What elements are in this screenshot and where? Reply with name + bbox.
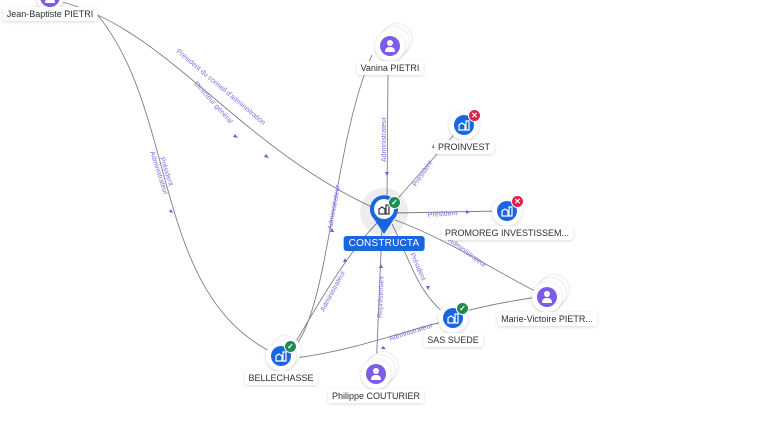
node-label: BELLECHASSE <box>244 371 318 385</box>
person-icon <box>366 364 386 384</box>
person-icon <box>40 0 60 7</box>
edge-constructa-promoreg <box>394 210 501 214</box>
edge-arrow <box>330 228 334 232</box>
check-icon: ✓ <box>284 340 297 353</box>
edge-arrow <box>466 210 470 214</box>
edge-arrow <box>381 346 386 349</box>
close-icon: ✕ <box>511 195 524 208</box>
edge-label: Administrateur <box>320 269 348 313</box>
edge-vanina-constructa <box>386 69 389 201</box>
edge-philippe-constructa <box>375 227 383 373</box>
edge-arrow <box>233 134 238 138</box>
check-icon: ✓ <box>456 302 469 315</box>
close-icon: ✕ <box>468 109 481 122</box>
edge-label: Administrateur <box>381 116 388 162</box>
node-label: Marie-Victoire PIETR... <box>497 312 597 326</box>
edge-jb-constructa <box>61 1 384 213</box>
edge-label: Président <box>428 210 458 219</box>
person-icon <box>537 287 557 307</box>
edge-label: Président <box>408 252 426 282</box>
edge-label: Président <box>412 160 434 188</box>
node-label: Jean-Baptiste PIETRI <box>2 7 98 21</box>
node-label: Vanina PIETRI <box>356 61 424 75</box>
edge-vanina-belle <box>284 54 373 357</box>
node-label: PROINVEST <box>433 140 495 154</box>
edge-belle-constructa <box>289 221 379 353</box>
node-label: SAS SUEDE <box>423 333 483 347</box>
person-icon <box>380 36 400 56</box>
edge-constructa-mv <box>394 219 546 297</box>
edge-arrow <box>426 286 430 290</box>
edge-arrow <box>169 209 173 213</box>
edge-arrow <box>264 154 269 158</box>
edge-arrow <box>379 264 383 268</box>
node-label: CONSTRUCTA <box>343 236 425 251</box>
edge-label: Administrateur <box>327 184 342 230</box>
edge-label: Administrateur <box>447 237 488 270</box>
edge-label: Directeur général <box>193 81 234 126</box>
node-label: PROMOREG INVESTISSEM... <box>440 226 574 240</box>
edge-jb-belle <box>94 11 281 357</box>
node-label: Philippe COUTURIER <box>327 389 425 403</box>
check-icon: ✓ <box>388 196 401 209</box>
edge-label: Représentant <box>377 276 385 318</box>
edge-arrow <box>343 258 347 262</box>
edge-arrow <box>385 172 389 176</box>
